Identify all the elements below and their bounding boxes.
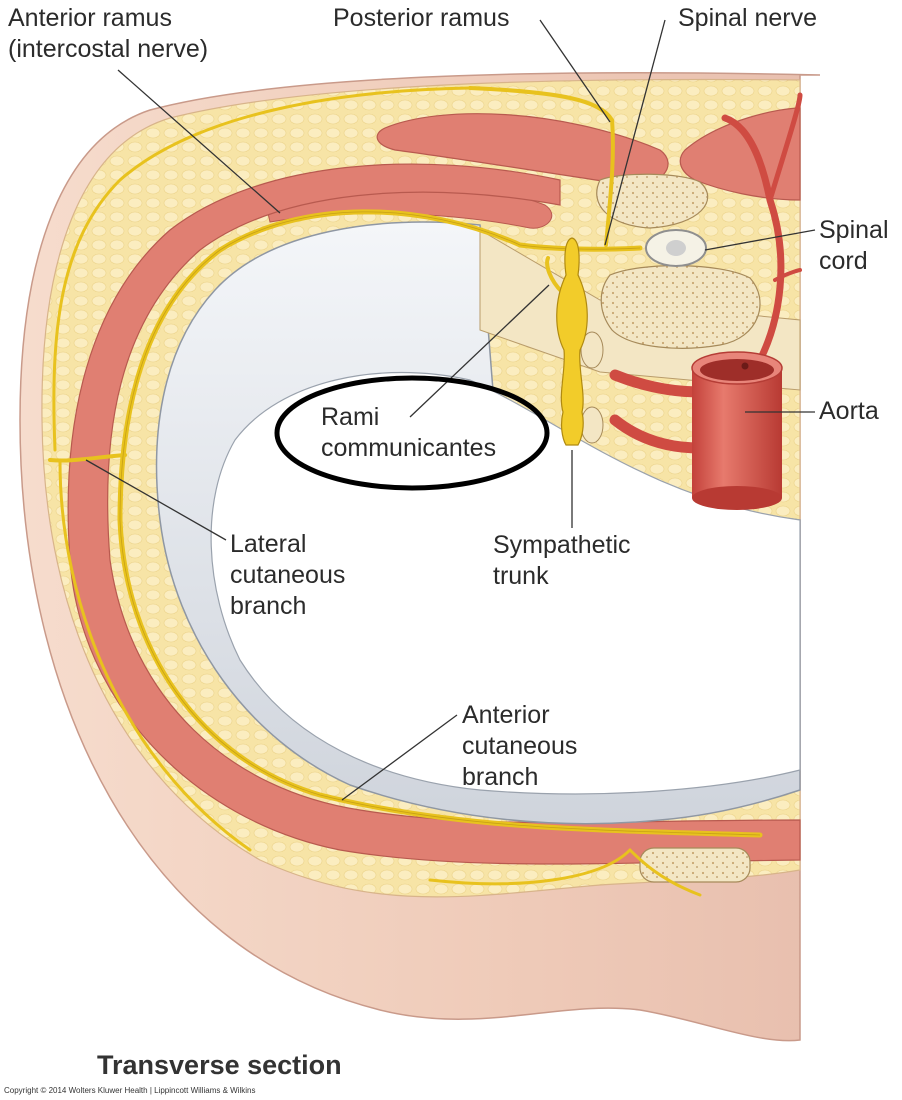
copyright-notice: Copyright © 2014 Wolters Kluwer Health |… (4, 1086, 256, 1095)
label-line: cord (819, 247, 868, 275)
label-line: cutaneous (462, 732, 578, 760)
leader-posterior-ramus (539, 19, 611, 123)
label-sympathetic-trunk: Sympathetic trunk (493, 530, 631, 592)
nerve-outlines (119, 211, 761, 836)
aorta-body (692, 368, 782, 498)
rami-nerves (545, 256, 564, 294)
aorta-bottom (692, 486, 782, 510)
label-line: Rami (321, 403, 380, 431)
rib-head-upper (580, 331, 604, 369)
label-line: (intercostal nerve) (8, 35, 209, 63)
label-aorta: Aorta (819, 396, 879, 427)
rib-head-lower (580, 406, 604, 444)
leader-anterior-ramus (117, 69, 281, 214)
posterior-intercostal-artery-lower (609, 414, 706, 454)
figure-caption: Transverse section (97, 1050, 342, 1080)
label-line: Posterior ramus (333, 4, 510, 32)
vertebral-body (600, 265, 761, 349)
label-spinal-cord: Spinal cord (819, 215, 889, 277)
grey-matter (666, 240, 686, 256)
posterior-ramus-nerve (468, 86, 615, 247)
label-line: Aorta (819, 397, 879, 425)
label-line: trunk (493, 562, 549, 590)
lateral-cutaneous-nerve (48, 453, 127, 463)
label-line: Anterior (462, 701, 550, 729)
label-line: branch (462, 763, 539, 791)
leader-spinal-cord (704, 229, 816, 251)
dorsal-branch-artery-2 (767, 92, 803, 203)
anterior-cutaneous-nerve (628, 848, 702, 897)
sympathetic-trunk-shape (556, 237, 588, 446)
label-rami-communicantes: Rami communicantes (321, 402, 496, 464)
label-anterior-ramus: Anterior ramus (intercostal nerve) (8, 3, 208, 65)
leader-anterior-cutaneous (341, 714, 458, 801)
label-line: Spinal nerve (678, 4, 817, 32)
leader-lateral-cutaneous (85, 459, 227, 541)
label-line: communicantes (321, 434, 497, 462)
superficial-nerve-top (52, 86, 472, 452)
dorsal-branch-artery-3 (773, 268, 802, 282)
posterior-intercostal-artery-upper (609, 369, 706, 398)
label-line: Lateral (230, 530, 307, 558)
sternum (639, 847, 751, 883)
aorta (691, 351, 783, 510)
anterior-cutaneous-branch-2 (428, 848, 632, 886)
lateral-branch-down (58, 460, 252, 852)
label-line: cutaneous (230, 561, 346, 589)
label-line: Spinal (819, 216, 889, 244)
intercostal-muscles (67, 163, 801, 865)
label-anterior-cutaneous: Anterior cutaneous branch (462, 700, 577, 793)
intercostal-arteries (609, 92, 803, 454)
label-posterior-ramus: Posterior ramus (333, 3, 509, 34)
label-line: Sympathetic (493, 531, 631, 559)
label-spinal-nerve: Spinal nerve (678, 3, 817, 34)
aorta-branch-opening (741, 362, 749, 370)
aorta-lumen (700, 359, 774, 381)
label-lateral-cutaneous: Lateral cutaneous branch (230, 529, 345, 622)
leader-rami (409, 284, 550, 418)
label-line: Anterior ramus (8, 4, 172, 32)
leader-lines (85, 19, 816, 801)
highlight-circle (274, 375, 550, 491)
leader-spinal-nerve (604, 19, 666, 246)
label-line: branch (230, 592, 307, 620)
